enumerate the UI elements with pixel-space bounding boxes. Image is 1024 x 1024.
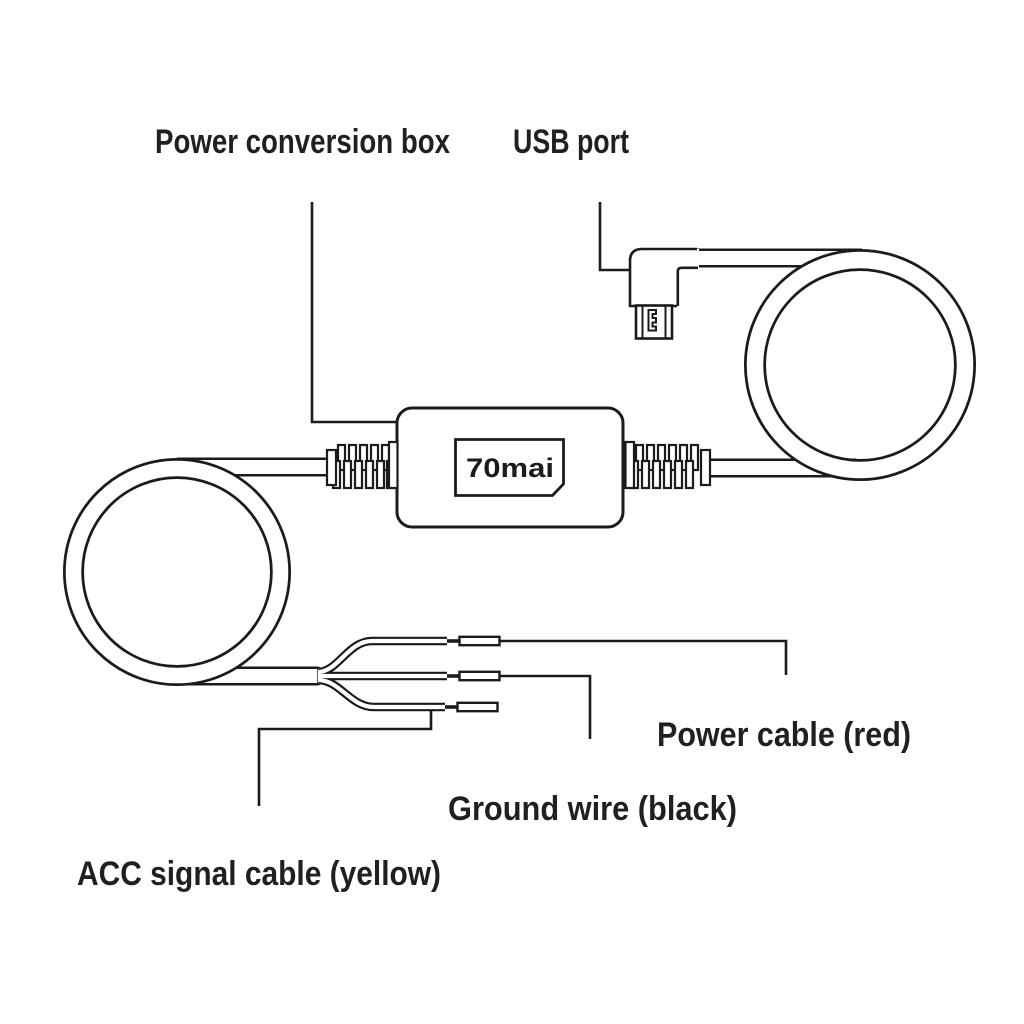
relief-left-outer-cap: [325, 448, 338, 487]
strain-relief-right: [624, 440, 712, 490]
power-conversion-box: 70mai: [395, 406, 625, 529]
label-power-conversion-box: Power conversion box: [155, 123, 450, 161]
label-power-cable: Power cable (red): [657, 716, 911, 754]
usb-contact-glyph: [647, 309, 657, 332]
left-cable-coil: [63, 458, 291, 686]
terminal-power: [458, 635, 501, 647]
leader-acc-cable: [257, 711, 433, 806]
terminal-ground: [458, 670, 501, 682]
leader-usb-port: [598, 202, 629, 272]
label-usb-port: USB port: [513, 123, 629, 161]
brand-logo-text: 70mai: [466, 453, 554, 483]
usb-connector: [628, 247, 699, 340]
wire-power-core: [317, 638, 447, 675]
relief-right-inner-cap: [624, 440, 636, 490]
wire-acc-core: [317, 677, 445, 710]
usb-boot-body: [630, 249, 699, 306]
logo-plate: [454, 438, 565, 497]
label-acc-signal-cable: ACC signal cable (yellow): [77, 855, 441, 893]
leader-power-conversion-box: [310, 202, 396, 424]
right-cable-coil: [744, 249, 976, 481]
leader-power-cable: [499, 639, 788, 675]
relief-left-inner-cap: [387, 440, 399, 490]
terminal-acc: [456, 701, 499, 713]
relief-right-outer-cap: [699, 448, 712, 487]
leader-ground-wire: [499, 674, 592, 739]
strain-relief-left: [325, 440, 399, 490]
label-ground-wire: Ground wire (black): [448, 790, 737, 828]
